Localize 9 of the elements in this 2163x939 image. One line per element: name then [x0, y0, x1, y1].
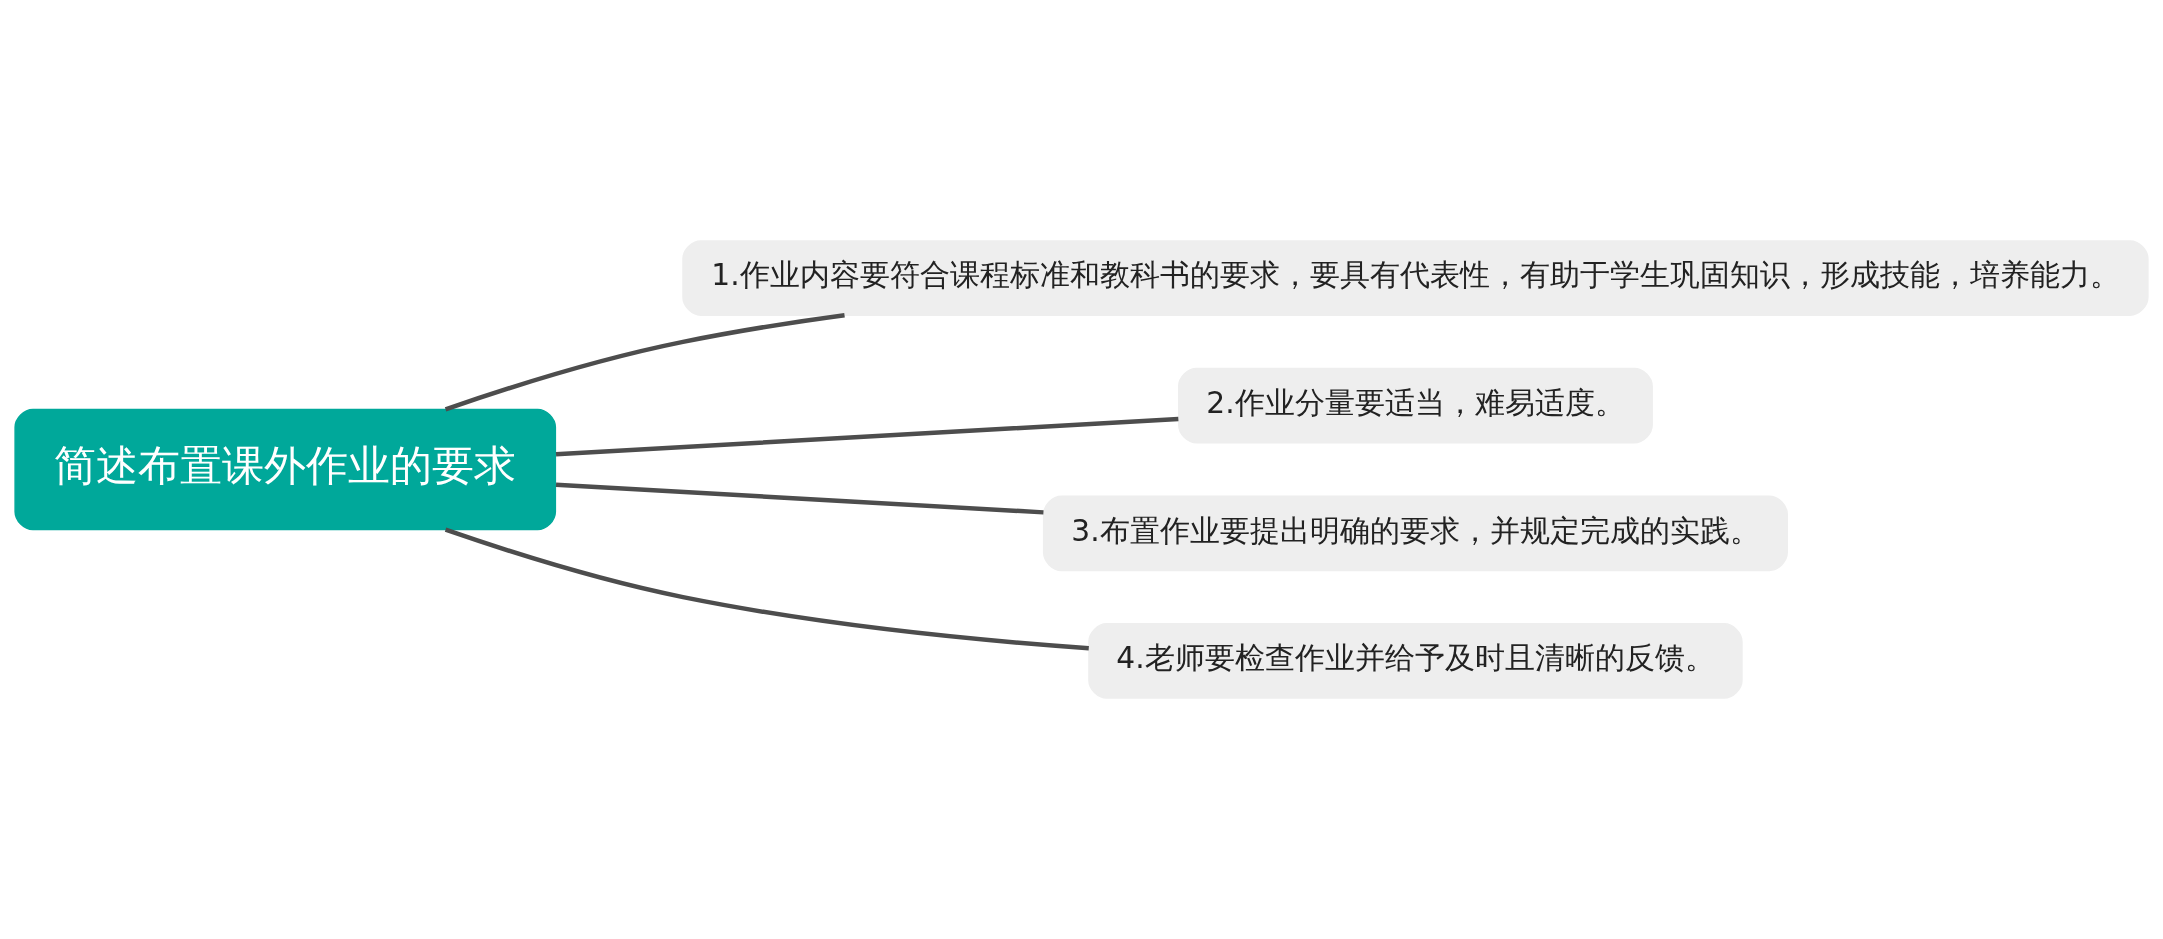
connector — [444, 527, 1089, 651]
connector — [444, 313, 845, 412]
node-box: 1.作业内容要符合课程标准和教科书的要求，要具有代表性，有助于学生巩固知识，形成技能，培养能力。 — [682, 240, 2149, 316]
node-box: 4.老师要检查作业并给予及时且清晰的反馈。 — [1088, 623, 1743, 699]
node-box: 2.作业分量要适当，难易适度。 — [1177, 367, 1653, 444]
connector — [555, 416, 1179, 457]
node-box: 3.布置作业要提出明确的要求，并规定完成的实践。 — [1042, 495, 1788, 572]
connector — [555, 482, 1044, 515]
node-box: 简述布置课外作业的要求 — [14, 408, 557, 531]
